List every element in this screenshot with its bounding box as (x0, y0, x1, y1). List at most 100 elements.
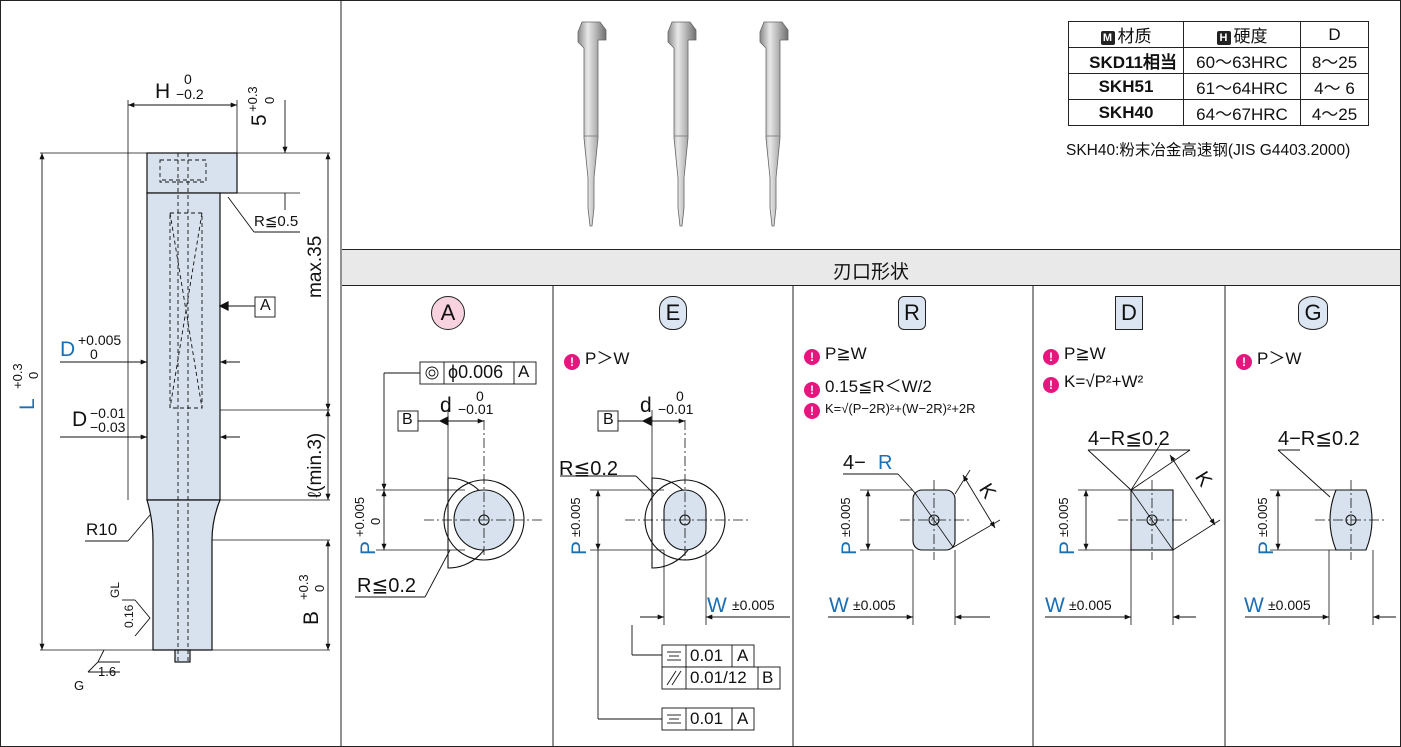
hardness-cell: 61～64HRC (1183, 73, 1301, 100)
shape-d-p-tol: ±0.005 (1056, 497, 1071, 537)
material-icon: M (1100, 31, 1115, 45)
shape-r-condition-3: !K=√(P−2R)²+(W−2R)²+2R (804, 401, 976, 419)
shape-r-r-label: R (878, 452, 893, 474)
shape-d-badge: D (1115, 296, 1143, 330)
material-cell: SKH40 (1068, 99, 1184, 126)
shape-e-d-tol-lower: −0.01 (658, 401, 694, 417)
shape-e-parallel-datum: B (762, 668, 774, 687)
h-tol-lower: −0.2 (176, 86, 204, 102)
five-tol-upper: +0.3 (245, 86, 260, 112)
shape-r-condition-2: !0.15≦R＜W/2 (804, 372, 932, 398)
shape-r-k-label: K (974, 479, 1000, 503)
d2-tol-upper: −0.01 (90, 405, 126, 421)
shape-g-drawing (1245, 449, 1396, 625)
l-tol-upper: +0.3 (10, 363, 25, 389)
five-tol-lower: 0 (262, 96, 277, 104)
d-cell: 4～ 6 (1300, 73, 1369, 100)
shape-d-w-label: W (1045, 594, 1065, 617)
shape-e-sym2-datum: A (737, 709, 749, 728)
shape-g-w-tol: ±0.005 (1268, 597, 1311, 613)
hardness-icon: H (1216, 31, 1231, 45)
shape-g-w-label: W (1244, 594, 1264, 617)
warning-icon: ! (564, 354, 580, 370)
r-head-label: R≦0.5 (254, 213, 299, 230)
shape-g-p-label: P (1255, 540, 1278, 555)
shape-d-w-tol: ±0.005 (1069, 597, 1112, 613)
l-label: L (16, 398, 39, 410)
table-row: SKD11相当 60～63HRC 8～25 (1068, 47, 1369, 74)
b-label: B (300, 610, 323, 625)
shape-d-p-label: P (1056, 540, 1079, 555)
shape-a-p-label: P (357, 540, 380, 555)
h-tol-upper: 0 (184, 71, 192, 87)
material-note: SKH40:粉末冶金高速钢(JIS G4403.2000) (1066, 142, 1351, 159)
g-value: 1.6 (98, 664, 117, 679)
d2-tol-lower: −0.03 (90, 419, 126, 435)
shape-a-p-tol-upper: +0.005 (352, 496, 367, 537)
punch-drawing (39, 100, 331, 673)
b-tol-lower: 0 (312, 584, 327, 592)
shape-r-condition-1: !P≧W (804, 344, 867, 365)
shape-d-corner: 4−R≦0.2 (1088, 428, 1170, 450)
warning-icon: ! (1043, 349, 1059, 365)
header-d: D (1300, 21, 1369, 48)
shape-r-p-label: P (838, 540, 861, 555)
d-cell: 8～25 (1300, 47, 1369, 74)
datum-a-label: A (260, 297, 271, 314)
shape-a-d-tol-upper: 0 (476, 388, 484, 404)
hardness-cell: 60～63HRC (1183, 47, 1301, 74)
shape-e-condition: !P＞W (564, 344, 629, 370)
section-header: 刃口形状 (342, 249, 1400, 286)
table-row: SKH40 64～67HRC 4～25 (1068, 99, 1369, 126)
d-tol-lower: 0 (90, 346, 98, 362)
gl-value: 0.16 (122, 604, 136, 628)
shape-e-parallel: 0.01/12 (690, 668, 747, 687)
shape-a-d-tol-lower: −0.01 (458, 401, 494, 417)
shape-r-w-tol: ±0.005 (853, 597, 896, 613)
ell-min-label: ℓ(min.3) (305, 432, 326, 498)
shape-e-w-tol: ±0.005 (732, 597, 775, 613)
shape-e-datum-b: B (603, 411, 614, 428)
b-tol-upper: +0.3 (296, 574, 311, 600)
shape-a-r-label: R≦0.2 (357, 575, 417, 597)
shape-g-corner: 4−R≦0.2 (1278, 428, 1360, 450)
shape-r-p-tol: ±0.005 (838, 497, 853, 537)
shape-a-p-tol-lower: 0 (368, 517, 383, 525)
five-label: 5 (248, 114, 271, 126)
shape-a-datum: A (518, 362, 530, 381)
shape-a-tolerance: ϕ0.006 (448, 362, 504, 382)
punch-photos (577, 21, 789, 227)
d-label: D (60, 338, 76, 361)
hardness-cell: 64～67HRC (1183, 99, 1301, 126)
shape-a-drawing (355, 361, 545, 598)
g-label: G (74, 678, 85, 693)
shape-e-p-tol: ±0.005 (568, 497, 583, 537)
table-row: SKH51 61～64HRC 4～ 6 (1068, 73, 1369, 100)
shape-e-sym2: 0.01 (690, 709, 724, 728)
d-cell: 4～25 (1300, 99, 1369, 126)
warning-icon: ! (1236, 354, 1252, 370)
shape-e-d-tol-upper: 0 (676, 388, 684, 404)
shape-e-sym1: 0.01 (690, 646, 724, 665)
shape-r-badge: R (898, 296, 926, 330)
section-title: 刃口形状 (832, 262, 909, 283)
shape-e-d-label: d (640, 394, 652, 417)
shape-a-d-label: d (440, 394, 452, 417)
shape-d-k-label: K (1190, 467, 1216, 491)
d-tol-upper: +0.005 (78, 332, 122, 348)
shape-e-drawing (560, 410, 790, 731)
shape-e-sym1-datum: A (737, 646, 749, 665)
shape-a-badge: A (431, 296, 465, 330)
shape-r-four: 4− (843, 452, 866, 474)
shape-r-drawing (828, 469, 1001, 625)
shape-d-drawing (1045, 444, 1221, 625)
max35-label: max.35 (305, 235, 326, 298)
shape-e-r-label: R≦0.2 (559, 458, 619, 480)
warning-icon: ! (804, 349, 820, 365)
shape-e-w-label: W (707, 594, 727, 617)
d2-label: D (72, 408, 88, 431)
